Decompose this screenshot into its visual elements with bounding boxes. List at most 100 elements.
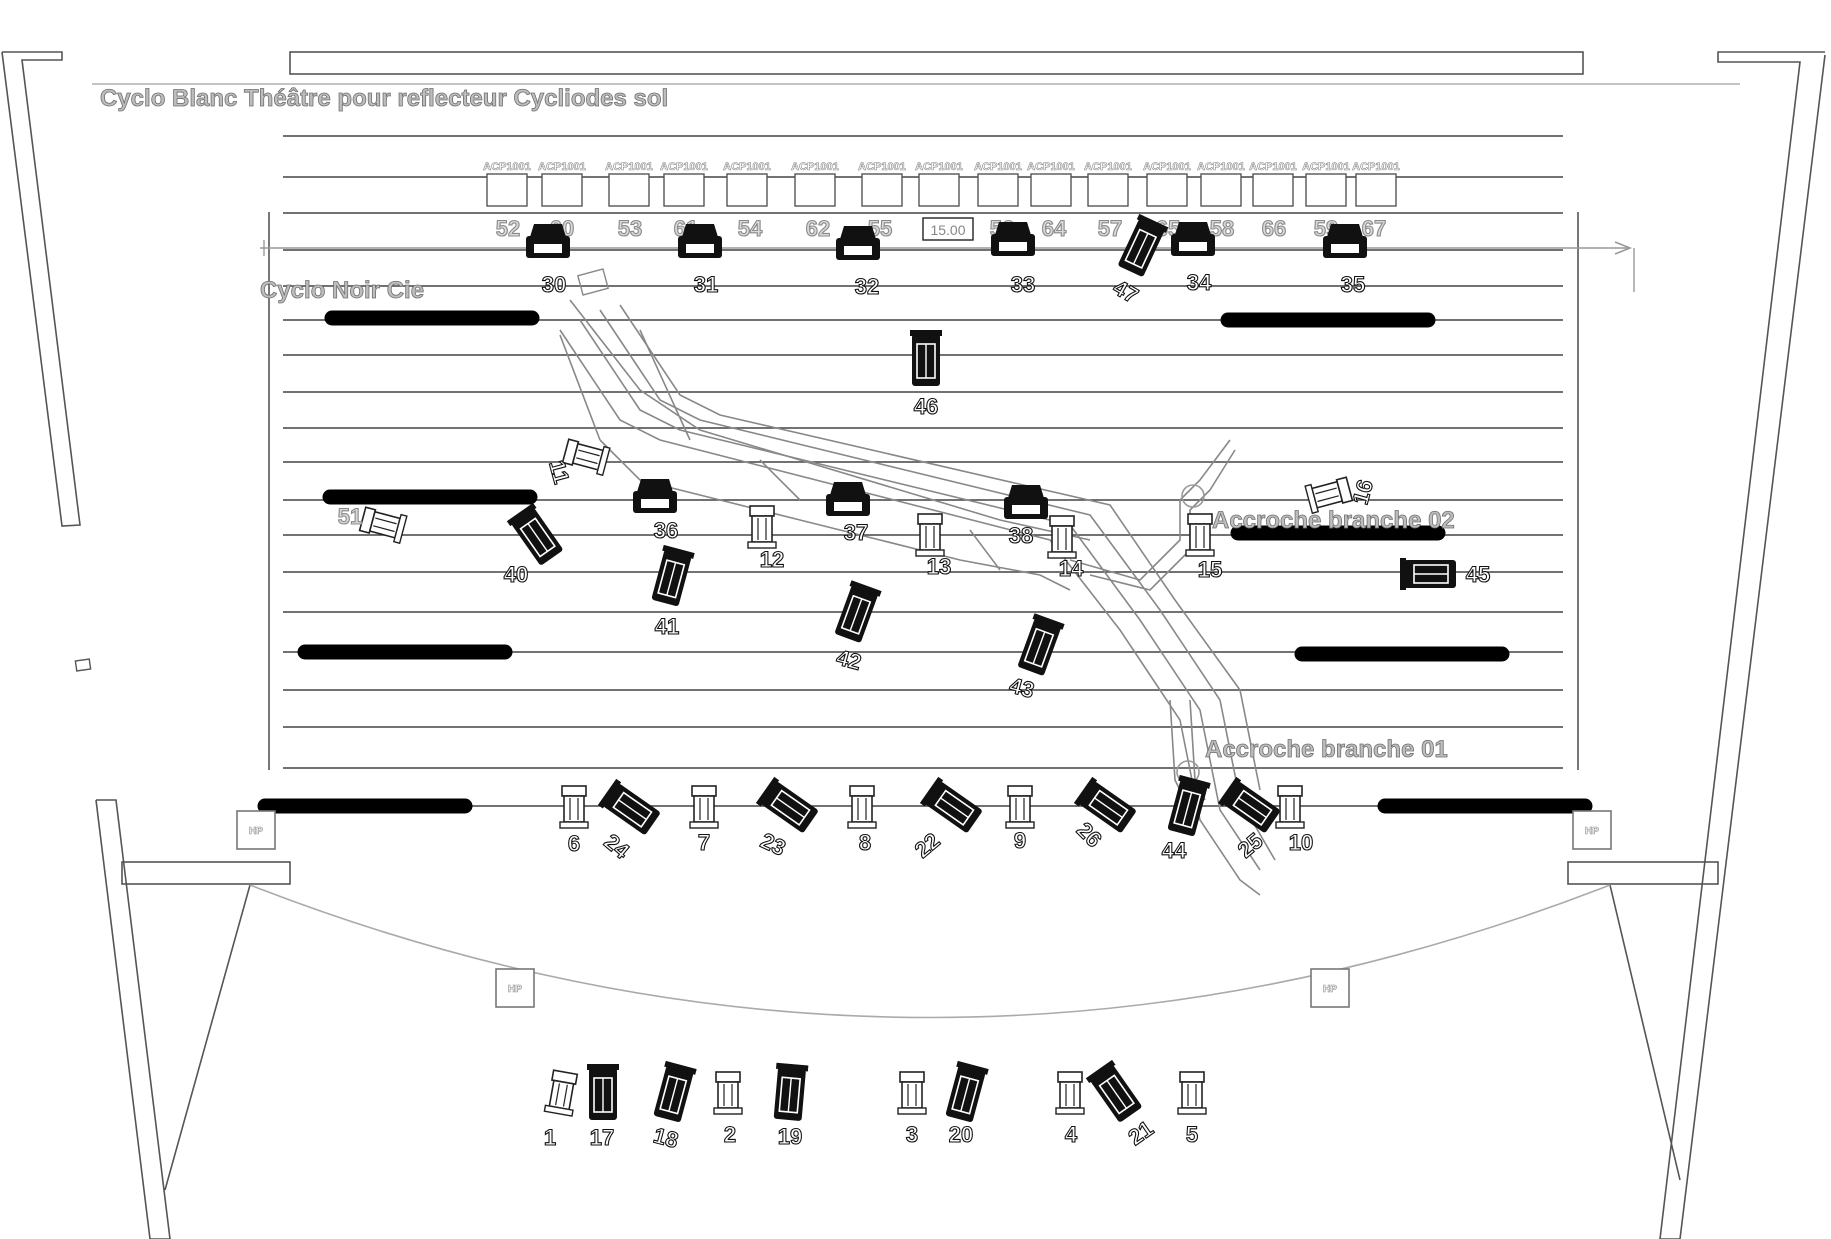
- fixture-number: 13: [927, 554, 951, 579]
- accroche-02-label: Accroche branche 02: [1212, 507, 1455, 534]
- cyclo-blanc-label: Cyclo Blanc Théâtre pour reflecteur Cycl…: [100, 85, 668, 112]
- stage-light-icon: 21: [1085, 1059, 1158, 1151]
- fixture-number: 35: [1341, 272, 1365, 297]
- fixture-number: 33: [1011, 272, 1035, 297]
- stage-light-icon: 22: [909, 776, 982, 863]
- fixture-number: 2: [724, 1122, 736, 1147]
- fixture-number: 6: [568, 831, 580, 856]
- fixture-number: 18: [651, 1123, 681, 1153]
- accroche-01-label: Accroche branche 01: [1205, 736, 1448, 763]
- fixture-number: 25: [1233, 828, 1268, 863]
- stage-edge-curve: [249, 884, 1611, 1019]
- speaker-hp-icon: HP: [236, 810, 276, 850]
- fixture-number: 42: [834, 645, 864, 675]
- black-curtains: [257, 310, 1593, 814]
- stage-light-icon: 10: [1275, 785, 1314, 856]
- stage-light-icon: 13: [915, 513, 952, 580]
- stage-light-icon: 23: [755, 776, 818, 861]
- stage-light-icon: 19: [773, 1062, 809, 1150]
- cycliode-box: [861, 173, 903, 207]
- fixture-number: 8: [859, 830, 871, 855]
- cable-label: ACP1001: [974, 161, 1022, 173]
- cycliode-number: 52: [496, 216, 520, 241]
- stage-light-icon: 2: [713, 1071, 743, 1148]
- stage-light-icon: 40: [503, 502, 563, 588]
- stage-light-icon: 45: [1400, 558, 1491, 590]
- stage-light-icon: 30: [526, 224, 570, 298]
- fixture-number: 38: [1009, 523, 1033, 548]
- room-walls: [1, 51, 1826, 1239]
- cable-label: ACP1001: [605, 161, 653, 173]
- stage-light-icon: 3: [897, 1071, 927, 1148]
- stage-light-icon: 24: [597, 778, 660, 865]
- stage-light-icon: 38: [1004, 485, 1048, 549]
- stage-light-icon: 8: [847, 785, 877, 856]
- cable-label: ACP1001: [1352, 161, 1400, 173]
- fixture-number: 11: [544, 458, 574, 487]
- cable-label: ACP1001: [1302, 161, 1350, 173]
- fixture-number: 24: [599, 829, 634, 864]
- fixture-number: 40: [504, 562, 528, 587]
- fixture-number: 19: [778, 1124, 802, 1149]
- stage-light-icon: 4: [1055, 1071, 1085, 1148]
- cable-label: ACP1001: [1249, 161, 1297, 173]
- fixture-number: 1: [544, 1125, 556, 1150]
- svg-text:HP: HP: [1585, 826, 1599, 837]
- cycliode-number: 64: [1042, 216, 1067, 241]
- cable-label: ACP1001: [1197, 161, 1245, 173]
- fixture-number: 47: [1109, 275, 1143, 309]
- stage-light-icon: 12: [747, 505, 785, 573]
- fixture-number: 26: [1072, 817, 1107, 852]
- cycliode-box: [1087, 173, 1129, 207]
- stage-light-icon: 37: [826, 482, 870, 546]
- fixture-number: 23: [757, 828, 790, 861]
- cycliode-box: [1252, 173, 1294, 207]
- fixture-number: 37: [844, 520, 868, 545]
- cycliode-box: [977, 173, 1019, 207]
- stage-light-icon: 32: [836, 226, 880, 300]
- cable-label: ACP1001: [538, 161, 586, 173]
- cycliode-number: 62: [806, 216, 830, 241]
- fixture-number: 15: [1198, 557, 1222, 582]
- cycliode-box: [486, 173, 528, 207]
- height-tag-box: [922, 217, 974, 241]
- fixture-number: 5: [1186, 1122, 1198, 1147]
- speaker-hp-icon: HP: [495, 968, 535, 1008]
- stage-light-icon: 42: [833, 580, 882, 676]
- cycliode-number: 57: [1098, 216, 1122, 241]
- stage-light-icon: 15: [1185, 513, 1223, 583]
- fixture-number: 22: [910, 828, 945, 863]
- fixture-number: 30: [542, 272, 566, 297]
- stage-light-icon: 51: [337, 503, 408, 545]
- stage-light-icon: 6: [559, 785, 589, 857]
- cycliode-box: [794, 173, 836, 207]
- stage-light-icon: 9: [1005, 785, 1035, 854]
- fixture-number: 34: [1187, 270, 1212, 295]
- cycliode-box: [1355, 173, 1397, 207]
- cycliode-box: [918, 173, 960, 207]
- fixture-number: 9: [1014, 828, 1026, 853]
- stage-light-icon: 11: [544, 438, 611, 487]
- cable-label: ACP1001: [1084, 161, 1132, 173]
- cable-label: ACP1001: [660, 161, 708, 173]
- cable-label: ACP1001: [858, 161, 906, 173]
- cycliode-box: [726, 173, 768, 207]
- cable-label: ACP1001: [791, 161, 839, 173]
- cycliode-box: [1305, 173, 1347, 207]
- stage-light-icon: 18: [650, 1060, 697, 1154]
- fixture-number: 16: [1348, 477, 1378, 507]
- cycliode-number: 53: [618, 216, 642, 241]
- stage-light-icon: 7: [689, 785, 719, 856]
- fixture-number: 46: [914, 394, 938, 419]
- stage-light-icon: 41: [651, 544, 695, 640]
- speaker-hp-icon: HP: [1572, 810, 1612, 850]
- cyclo-noir-label: Cyclo Noir Cie: [260, 277, 424, 304]
- svg-text:HP: HP: [249, 826, 263, 837]
- fixture-number: 32: [855, 274, 879, 299]
- cable-label: ACP1001: [1143, 161, 1191, 173]
- cycliode-box: [1030, 173, 1072, 207]
- fixture-number: 17: [590, 1125, 614, 1150]
- cycliode-box: [1146, 173, 1188, 207]
